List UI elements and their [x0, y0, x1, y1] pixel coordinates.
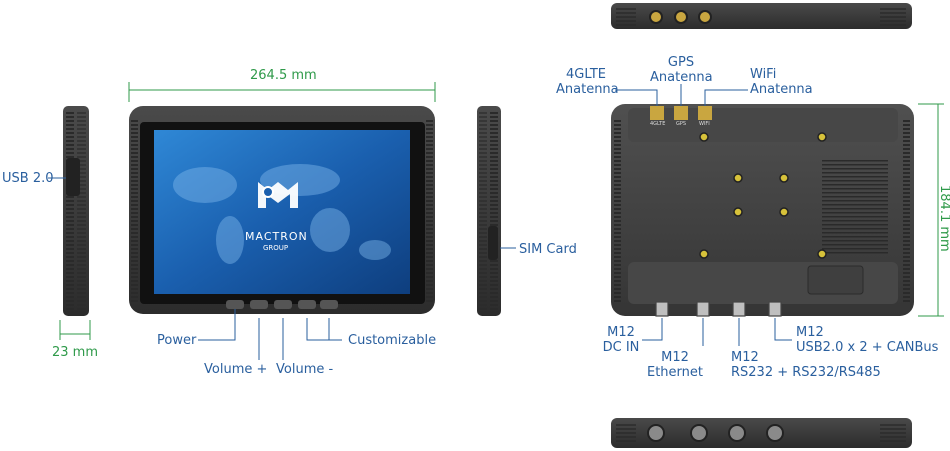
custom-button-2 [320, 300, 338, 309]
antenna-tag-4g: 4GLTE [650, 121, 666, 127]
mactron-logo [258, 182, 298, 208]
antenna-tag-gps: GPS [676, 121, 687, 127]
antenna-tag-wifi: WIFI [699, 121, 710, 127]
volume-plus-label: Volume + [204, 362, 268, 377]
top-edge-view [611, 3, 912, 29]
hardware-buttons [226, 300, 338, 309]
height-dimension-label: 184.1 mm [937, 185, 950, 252]
screen-logo-text: MACTRON [245, 230, 308, 243]
volume-minus-button [274, 300, 292, 309]
front-view [128, 82, 436, 360]
sim-card-label: SIM Card [519, 242, 577, 257]
depth-dimension-label: 23 mm [52, 345, 99, 360]
sim-slot [488, 226, 498, 260]
back-view [611, 84, 944, 346]
power-button [226, 300, 244, 309]
bottom-edge-view [611, 418, 912, 448]
screen-logo-subtext: GROUP [263, 244, 289, 252]
power-label: Power [157, 333, 197, 348]
volume-plus-button [250, 300, 268, 309]
width-dimension-label: 264.5 mm [250, 68, 317, 83]
usb-port-cover [66, 158, 80, 196]
custom-button-1 [298, 300, 316, 309]
screen [154, 130, 410, 294]
antenna-connectors [650, 106, 712, 120]
usb-label: USB 2.0 [2, 171, 54, 186]
customizable-label: Customizable [348, 333, 437, 348]
volume-minus-label: Volume - [276, 362, 334, 377]
right-side-view [477, 106, 516, 316]
left-side-view [48, 106, 91, 340]
